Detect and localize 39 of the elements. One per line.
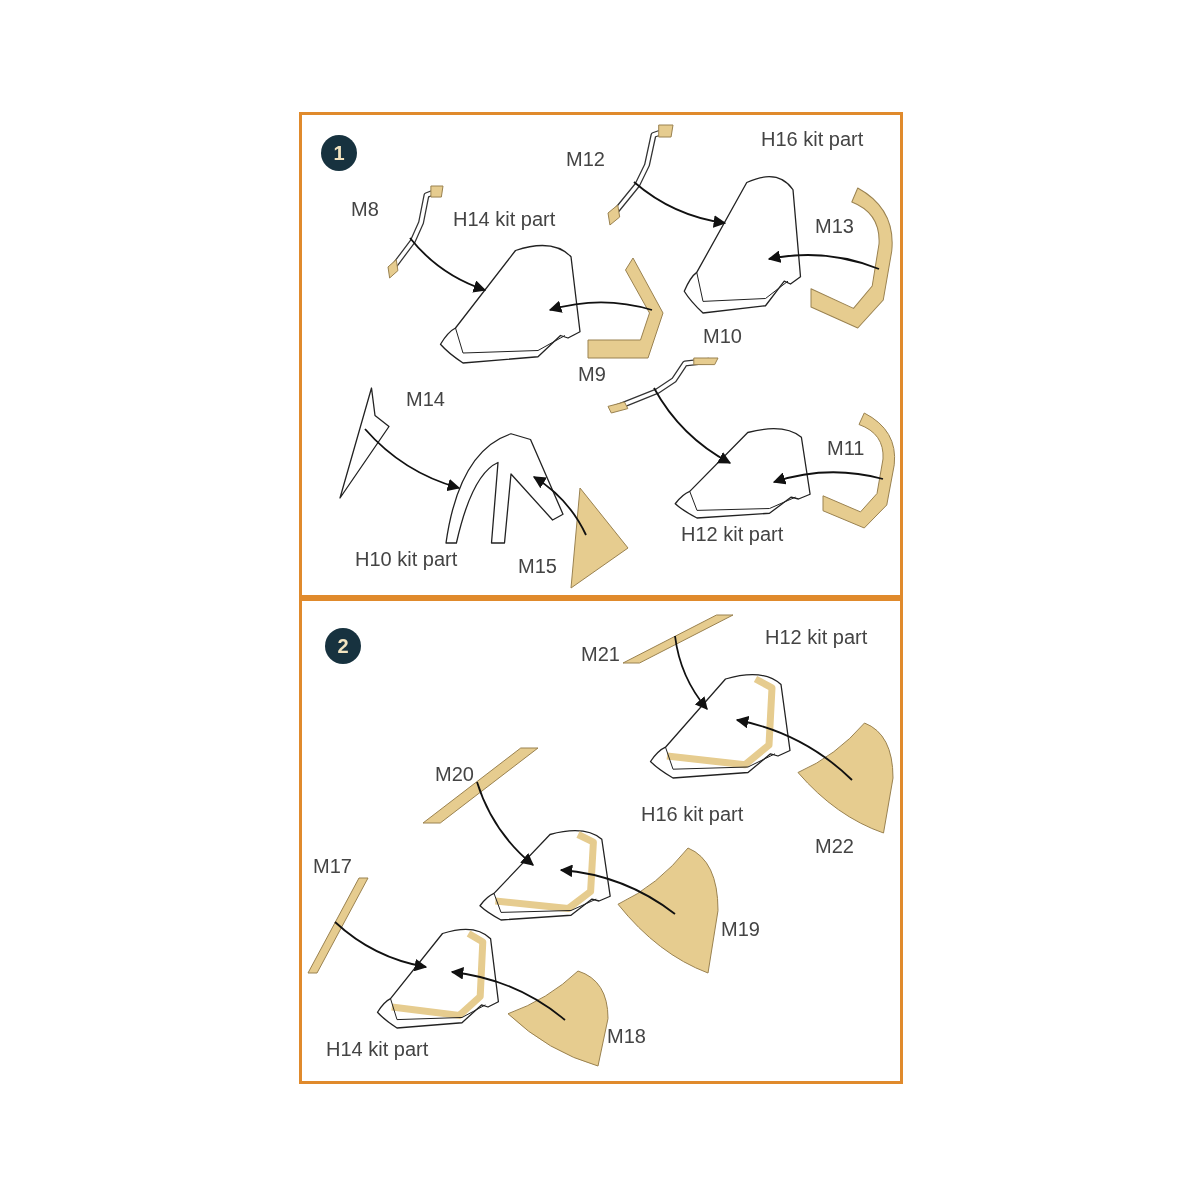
step-panel — [299, 598, 903, 1084]
part-label: M22 — [815, 835, 854, 857]
part-label: M19 — [721, 918, 760, 940]
step-number-badge: 1 — [321, 135, 357, 171]
part-label: H16 kit part — [641, 803, 744, 825]
part-label: H14 kit part — [326, 1038, 429, 1060]
arrow — [772, 471, 884, 485]
part-label: M11 — [827, 437, 865, 459]
arrow — [532, 476, 587, 536]
arrow — [476, 781, 534, 866]
part-label: H10 kit part — [355, 548, 458, 570]
arrow — [735, 716, 853, 781]
arrow — [653, 387, 732, 464]
arrow — [633, 181, 727, 228]
part-label: M13 — [815, 215, 854, 237]
part-label: M21 — [581, 643, 620, 665]
part-label: H16 kit part — [761, 128, 864, 150]
arrow — [548, 300, 653, 314]
part-label: M18 — [607, 1025, 646, 1047]
arrow — [450, 967, 566, 1021]
arrow — [674, 635, 708, 710]
part-label: M17 — [313, 855, 352, 877]
arrow — [334, 921, 428, 972]
step-number-badge: 2 — [325, 628, 361, 664]
part-label: H12 kit part — [765, 626, 868, 648]
part-label: M8 — [351, 198, 379, 220]
part-label: M15 — [518, 555, 557, 577]
arrow — [364, 428, 461, 491]
part-label: M12 — [566, 148, 605, 170]
arrow — [409, 237, 487, 293]
step-panel — [299, 112, 903, 598]
part-label: M20 — [435, 763, 474, 785]
part-label: H12 kit part — [681, 523, 784, 545]
part-label: H14 kit part — [453, 208, 556, 230]
arrow — [767, 250, 880, 270]
part-label: M14 — [406, 388, 445, 410]
arrow — [559, 864, 676, 915]
part-label: M9 — [578, 363, 606, 385]
part-label: M10 — [703, 325, 742, 347]
